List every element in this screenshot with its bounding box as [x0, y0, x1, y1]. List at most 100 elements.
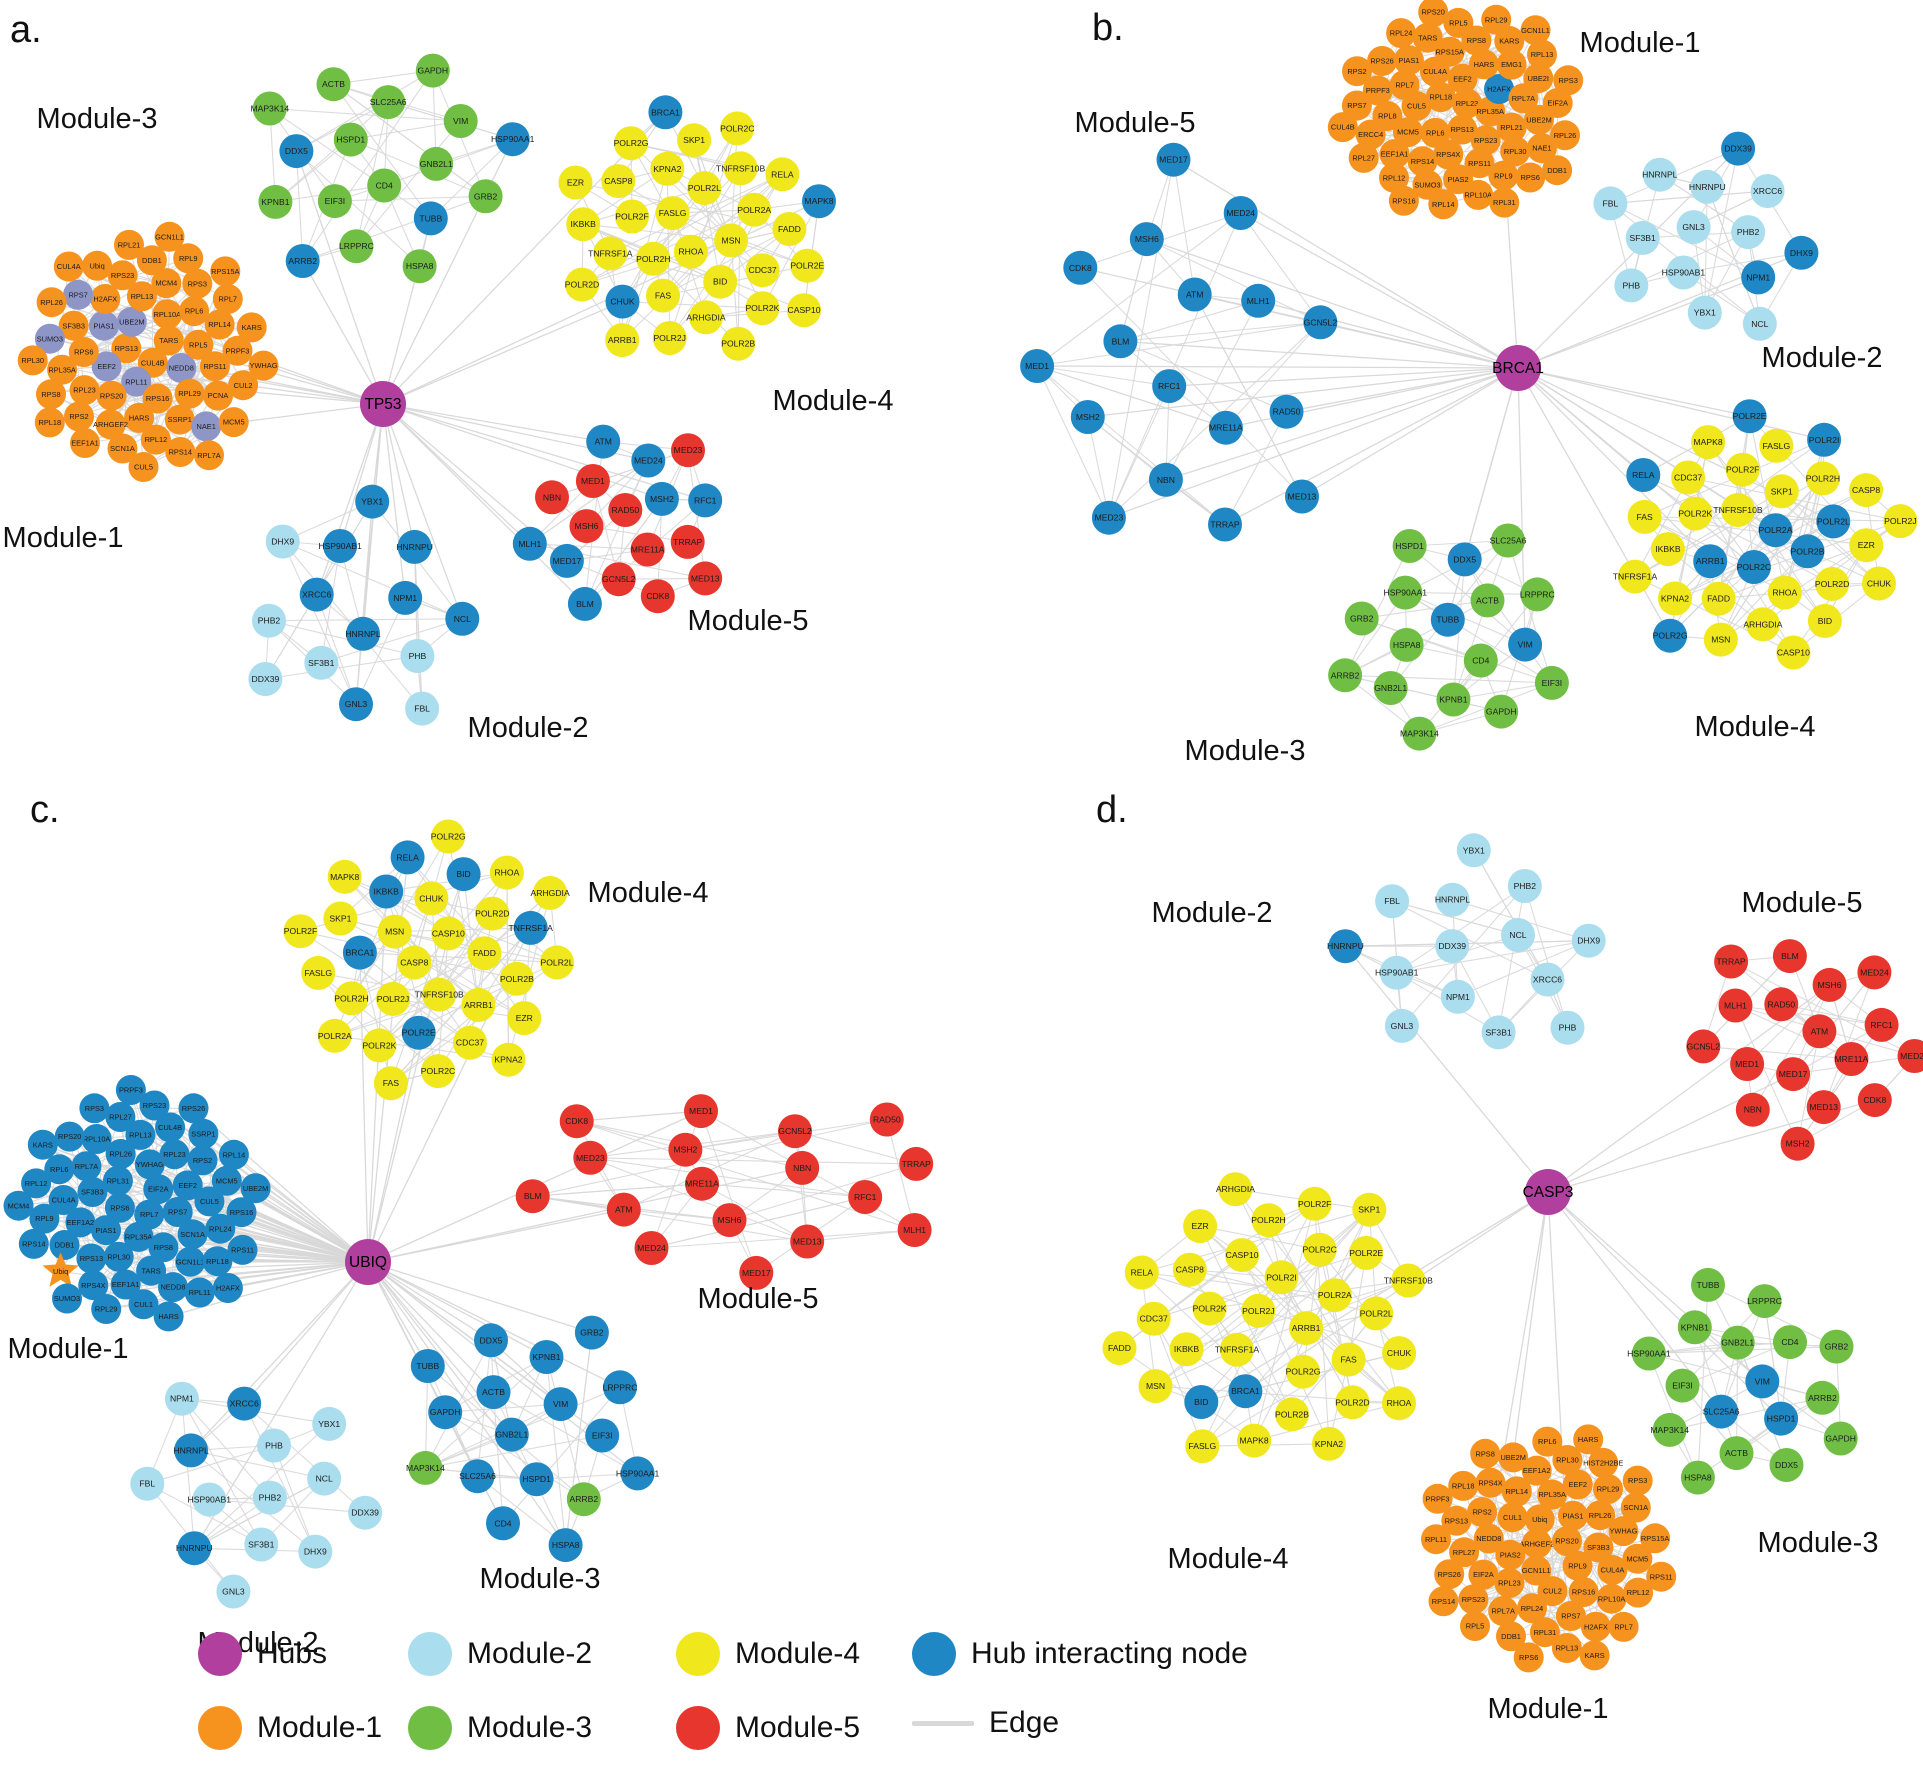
node-label: HSPA8: [1393, 640, 1421, 650]
node-RPL6: RPL6: [179, 296, 210, 327]
node-label: YWHAG: [250, 361, 278, 370]
node-circle-icon: [1730, 1047, 1765, 1081]
node-label: RPS8: [1467, 36, 1486, 45]
node-GRB2: GRB2: [468, 179, 503, 214]
edge: [1507, 540, 1553, 684]
node-label: NPM1: [1446, 992, 1470, 1002]
node-circle-icon: [27, 1129, 58, 1160]
node-circle-icon: [70, 428, 100, 458]
node-KPNA2: KPNA2: [1658, 581, 1692, 616]
node-SKP1: SKP1: [1352, 1192, 1387, 1227]
node-label: RPS11: [1468, 159, 1491, 168]
node-circle-icon: [1849, 473, 1884, 508]
node-label: RPL6: [50, 1165, 69, 1174]
node-GAPDH: GAPDH: [415, 53, 450, 88]
node-circle-icon: [1359, 1296, 1394, 1331]
node-circle-icon: [82, 250, 113, 281]
node-label: GRB2: [580, 1328, 604, 1338]
node-MED24: MED24: [1857, 955, 1892, 990]
node-label: MSH6: [1135, 234, 1159, 244]
node-RPS16: RPS16: [142, 383, 173, 414]
node-EEF2: EEF2: [91, 351, 122, 382]
node-label: TNFRSF1A: [1215, 1345, 1260, 1355]
edge: [532, 1195, 808, 1243]
node-RPL12: RPL12: [1623, 1577, 1654, 1608]
node-label: CASP10: [1226, 1250, 1259, 1260]
node-circle-icon: [1703, 622, 1738, 657]
node-IKBKB: IKBKB: [369, 874, 404, 909]
edge: [390, 927, 532, 1084]
edge: [1396, 940, 1589, 974]
node-RPS8: RPS8: [148, 1232, 179, 1263]
node-RPL10A: RPL10A: [1463, 179, 1494, 210]
node-label: CUL1: [134, 1300, 153, 1309]
node-circle-icon: [513, 910, 548, 945]
node-circle-icon: [1593, 186, 1628, 221]
node-HSPA8: HSPA8: [548, 1528, 583, 1563]
node-label: MSN: [1146, 1381, 1165, 1391]
node-label: CASP8: [1176, 1265, 1204, 1275]
node-label: RPS13: [1450, 125, 1473, 134]
hub-edge: [295, 150, 384, 405]
node-label: EMG1: [1501, 60, 1522, 69]
node-label: CUL4A: [1423, 67, 1447, 76]
node-circle-icon: [720, 111, 755, 146]
node-label: PHB2: [259, 1493, 282, 1503]
node-RELA: RELA: [390, 840, 425, 875]
node-label: SSRP1: [191, 1130, 215, 1139]
node-circle-icon: [76, 1243, 107, 1274]
node-RPS16: RPS16: [226, 1197, 257, 1228]
node-circle-icon: [228, 370, 259, 401]
node-DDX5: DDX5: [1447, 542, 1482, 577]
node-DHX9: DHX9: [1571, 923, 1606, 958]
edge-swatch-icon: [912, 1720, 974, 1726]
node-circle-icon: [1568, 1577, 1599, 1607]
node-label: ARHGDIA: [686, 312, 725, 322]
node-RPL5: RPL5: [1443, 7, 1474, 38]
node-label: MLH1: [1247, 296, 1270, 306]
node-label: CD4: [1781, 1337, 1798, 1347]
module-label: Module-1: [1580, 27, 1701, 59]
node-label: RPL10A: [1598, 1594, 1626, 1603]
legend-item-module-3: Module-3: [408, 1706, 592, 1750]
node-circle-icon: [486, 1506, 520, 1541]
node-label: FBL: [139, 1479, 155, 1489]
node-POLR2I: POLR2I: [1807, 422, 1842, 457]
node-circle-icon: [210, 256, 241, 287]
node-label: LRPPRC: [603, 1382, 638, 1392]
node-RPL24: RPL24: [205, 1213, 236, 1244]
module-label: Module-5: [698, 1283, 819, 1315]
node-YBX1: YBX1: [1456, 833, 1491, 868]
panel-c: CASP8CASP10TNFRSF10BMSNFADDPOLR2JCHUKARR…: [3, 789, 934, 1659]
edge: [1361, 599, 1488, 620]
node-RPL21: RPL21: [1496, 112, 1527, 143]
node-ATM: ATM: [586, 424, 621, 459]
node-label: YBX1: [361, 497, 383, 507]
node-circle-icon: [689, 300, 723, 335]
node-label: MED17: [1159, 155, 1188, 165]
node-RPL30: RPL30: [1500, 136, 1531, 167]
node-label: RPL13: [129, 1131, 152, 1140]
node-circle-icon: [1807, 603, 1842, 638]
node-SCN1A: SCN1A: [107, 433, 138, 464]
legend-label: Edge: [989, 1706, 1060, 1739]
node-label: BLM: [524, 1191, 542, 1201]
node-label: HNRNPU: [396, 542, 433, 552]
node-circle-icon: [3, 1190, 34, 1221]
node-circle-icon: [317, 1018, 352, 1053]
node-circle-icon: [362, 1028, 397, 1063]
node-MCM4: MCM4: [3, 1190, 34, 1221]
node-label: RPL26: [1589, 1511, 1612, 1520]
node-CASP8: CASP8: [397, 945, 432, 980]
node-label: RPL9: [35, 1214, 54, 1223]
node-DDX39: DDX39: [248, 662, 283, 696]
edge: [333, 83, 432, 219]
node-label: RPS23: [143, 1101, 166, 1110]
node-POLR2C: POLR2C: [1737, 550, 1771, 584]
edge: [1146, 238, 1321, 323]
node-Ubiq: Ubiq: [42, 1252, 79, 1287]
node-label: POLR2J: [377, 994, 409, 1004]
node-circle-icon: [204, 309, 235, 340]
node-circle-icon: [533, 875, 568, 910]
node-label: RPL7A: [1512, 94, 1535, 103]
